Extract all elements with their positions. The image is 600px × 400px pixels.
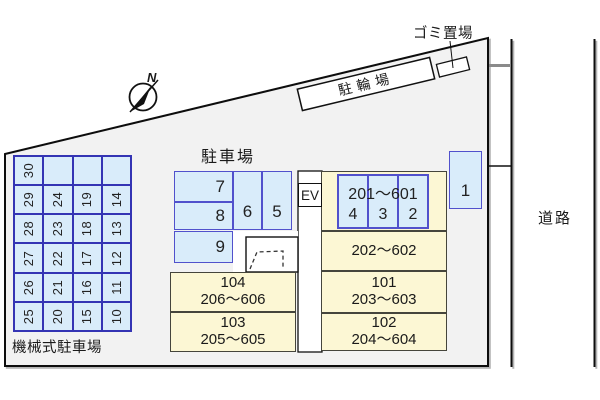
mechanical-space-number: 16 — [79, 279, 95, 295]
mechanical-space-16: 16 — [72, 272, 102, 302]
mechanical-space-number: 20 — [50, 308, 66, 325]
parking-space-8: 8 — [174, 202, 233, 230]
road-label: 道路 — [538, 210, 573, 227]
elevator-label: EV — [300, 187, 319, 203]
mechanical-space-15: 15 — [72, 301, 102, 331]
mechanical-space-18: 18 — [72, 214, 102, 244]
unit-102: 102 204～604 — [321, 313, 447, 351]
unit-range: 203～603 — [351, 291, 417, 308]
mechanical-space-number: 11 — [108, 279, 124, 295]
mechanical-space-25: 25 — [14, 301, 44, 331]
mechanical-space-30: 30 — [14, 156, 44, 186]
mechanical-space-11: 11 — [101, 272, 131, 302]
mechanical-space-29: 29 — [14, 185, 44, 215]
parking-area-label: 駐車場 — [201, 149, 256, 166]
elevator-box: EV — [298, 183, 322, 207]
mechanical-space-28: 28 — [14, 214, 44, 244]
parking-space-7: 7 — [174, 171, 233, 202]
parking-space-9: 9 — [174, 231, 233, 263]
unit-range: 206～606 — [200, 291, 266, 308]
mechanical-space-23: 23 — [43, 214, 73, 244]
mechanical-space-number: 28 — [21, 221, 37, 237]
unit-range: 202～602 — [351, 241, 417, 259]
north-label: N — [147, 70, 157, 85]
unit-label: 104 — [220, 274, 246, 292]
unit-range: 204～604 — [351, 331, 417, 348]
unit-101: 101 203～603 — [321, 271, 447, 313]
bicycle-parking-box — [296, 56, 436, 112]
mechanical-space-number: 15 — [79, 308, 95, 325]
mechanical-space-number: 12 — [108, 250, 124, 266]
mechanical-space-number: 27 — [21, 250, 37, 266]
stairs-dashed-ramp — [249, 250, 284, 270]
mechanical-space-number: 24 — [50, 192, 66, 208]
mechanical-space-number: 17 — [79, 250, 95, 266]
unit-104: 104 206～606 — [170, 272, 296, 312]
compass-icon — [128, 79, 159, 113]
unit-103: 103 205～605 — [170, 312, 296, 352]
mechanical-space-number: 21 — [50, 279, 66, 295]
mechanical-space-number: 29 — [21, 192, 37, 208]
unit-range: 205～605 — [200, 331, 266, 348]
mechanical-space-20: 20 — [43, 301, 73, 331]
unit-label: 103 — [220, 314, 246, 332]
unit-label: 101 — [371, 274, 397, 292]
unit-range-201-601: 201～601 — [348, 186, 418, 203]
mechanical-space-number: 22 — [50, 250, 66, 266]
parking-space-2: 2 — [398, 175, 428, 228]
mechanical-space-27: 27 — [14, 243, 44, 273]
mechanical-space-13: 13 — [101, 214, 131, 244]
unit-label: 102 — [371, 314, 397, 332]
road-lines — [510, 39, 596, 367]
mechanical-space-number: 14 — [108, 192, 124, 208]
mechanical-parking-grid: 30 29 24 19 14 28 23 18 13 27 22 17 12 26 21 16 11 25 20 15… — [13, 155, 132, 332]
mechanical-space-number: 25 — [21, 308, 37, 325]
mechanical-space-22: 22 — [43, 243, 73, 273]
mechanical-space-12: 12 — [101, 243, 131, 273]
parking-space-5: 5 — [262, 171, 292, 230]
stairs-box — [245, 236, 299, 273]
mechanical-space-number: 19 — [79, 192, 95, 208]
garbage-area-label: ゴミ置場 — [413, 26, 473, 42]
mechanical-space-26: 26 — [14, 272, 44, 302]
mechanical-space-17: 17 — [72, 243, 102, 273]
mechanical-space-number: 30 — [21, 162, 37, 179]
parking-space-1: 1 — [449, 151, 482, 209]
mechanical-space-21: 21 — [43, 272, 73, 302]
mechanical-space-number: 26 — [21, 279, 37, 295]
mechanical-space-number: 10 — [108, 308, 124, 325]
parking-space-4: 4 — [338, 175, 368, 228]
mechanical-parking-label: 機械式駐車場 — [12, 340, 102, 356]
mechanical-space-empty — [72, 156, 102, 186]
mechanical-space-10: 10 — [101, 301, 131, 331]
parking-space-3: 3 — [368, 175, 398, 228]
mechanical-space-number: 23 — [50, 221, 66, 237]
mechanical-space-14: 14 — [101, 185, 131, 215]
parking-space-6: 6 — [233, 171, 262, 230]
mechanical-space-empty — [101, 156, 131, 186]
mechanical-space-number: 18 — [79, 221, 95, 237]
mechanical-space-empty — [43, 156, 73, 186]
mechanical-space-19: 19 — [72, 185, 102, 215]
mechanical-space-24: 24 — [43, 185, 73, 215]
garbage-pointer-line — [449, 40, 454, 69]
mechanical-space-number: 13 — [108, 221, 124, 237]
piloti-parking-block: 4 3 2 — [337, 174, 429, 229]
unit-202: 202～602 — [321, 231, 447, 271]
